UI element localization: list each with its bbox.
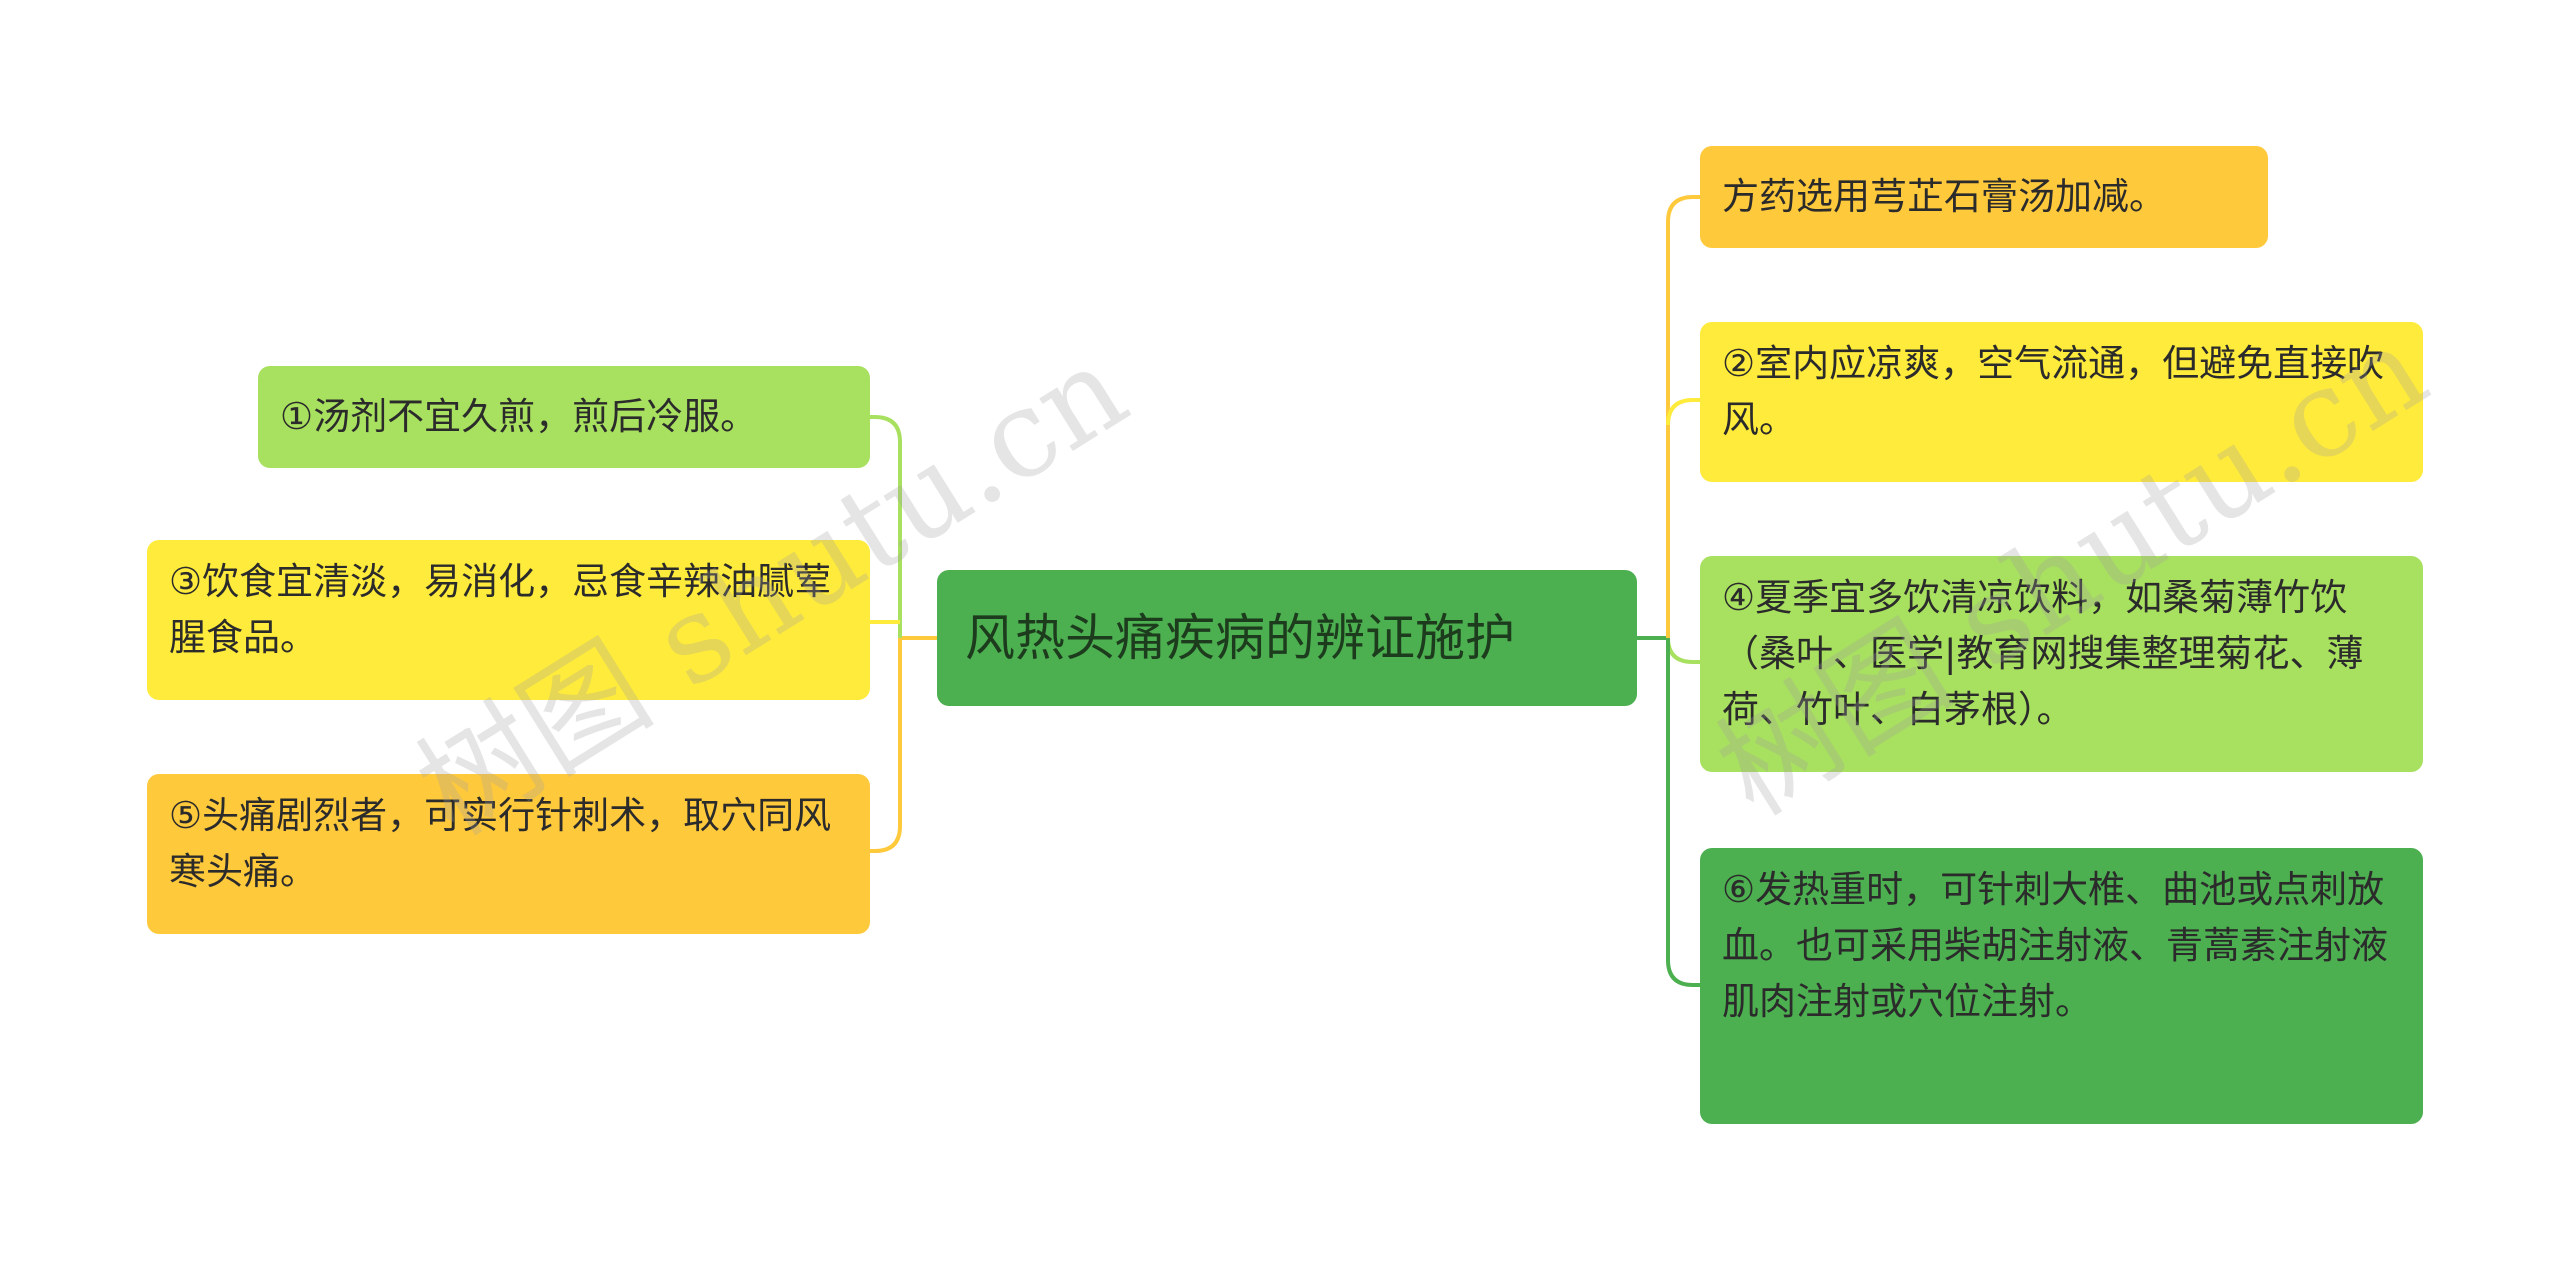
right-node-1[interactable]: 方药选用芎芷石膏汤加减。 — [1700, 146, 2268, 248]
right-node-4[interactable]: ⑥发热重时，可针刺大椎、曲池或点刺放血。也可采用柴胡注射液、青蒿素注射液肌肉注射… — [1700, 848, 2423, 1124]
right-node-1-label: 方药选用芎芷石膏汤加减。 — [1722, 175, 2166, 218]
right-node-2-label: ②室内应凉爽，空气流通，但避免直接吹风。 — [1722, 342, 2385, 441]
center-topic-label: 风热头痛疾病的辨证施护 — [965, 609, 1515, 667]
connector-right-2-branch — [1666, 398, 1700, 426]
left-node-2-label: ③饮食宜清淡，易消化，忌食辛辣油腻荤腥食品。 — [169, 560, 832, 659]
connector-right-1-branch — [1666, 195, 1700, 638]
right-node-3-label: ④夏季宜多饮清凉饮料，如桑菊薄竹饮（桑叶、医学|教育网搜集整理菊花、薄荷、竹叶、… — [1722, 576, 2364, 731]
left-node-1-label: ①汤剂不宜久煎，煎后冷服。 — [280, 395, 758, 438]
right-node-2[interactable]: ②室内应凉爽，空气流通，但避免直接吹风。 — [1700, 322, 2423, 482]
connector-left-1-branch — [870, 415, 902, 638]
connector-left-3-branch — [870, 638, 902, 853]
left-node-3-label: ⑤头痛剧烈者，可实行针刺术，取穴同风寒头痛。 — [169, 794, 832, 893]
left-node-2[interactable]: ③饮食宜清淡，易消化，忌食辛辣油腻荤腥食品。 — [147, 540, 870, 700]
connector-right-4-branch — [1666, 638, 1700, 987]
connector-right-3-branch — [1666, 637, 1700, 664]
left-node-3[interactable]: ⑤头痛剧烈者，可实行针刺术，取穴同风寒头痛。 — [147, 774, 870, 934]
right-node-3[interactable]: ④夏季宜多饮清凉饮料，如桑菊薄竹饮（桑叶、医学|教育网搜集整理菊花、薄荷、竹叶、… — [1700, 556, 2423, 772]
left-node-1[interactable]: ①汤剂不宜久煎，煎后冷服。 — [258, 366, 870, 468]
center-topic[interactable]: 风热头痛疾病的辨证施护 — [937, 570, 1637, 706]
right-node-4-label: ⑥发热重时，可针刺大椎、曲池或点刺放血。也可采用柴胡注射液、青蒿素注射液肌肉注射… — [1722, 868, 2388, 1023]
